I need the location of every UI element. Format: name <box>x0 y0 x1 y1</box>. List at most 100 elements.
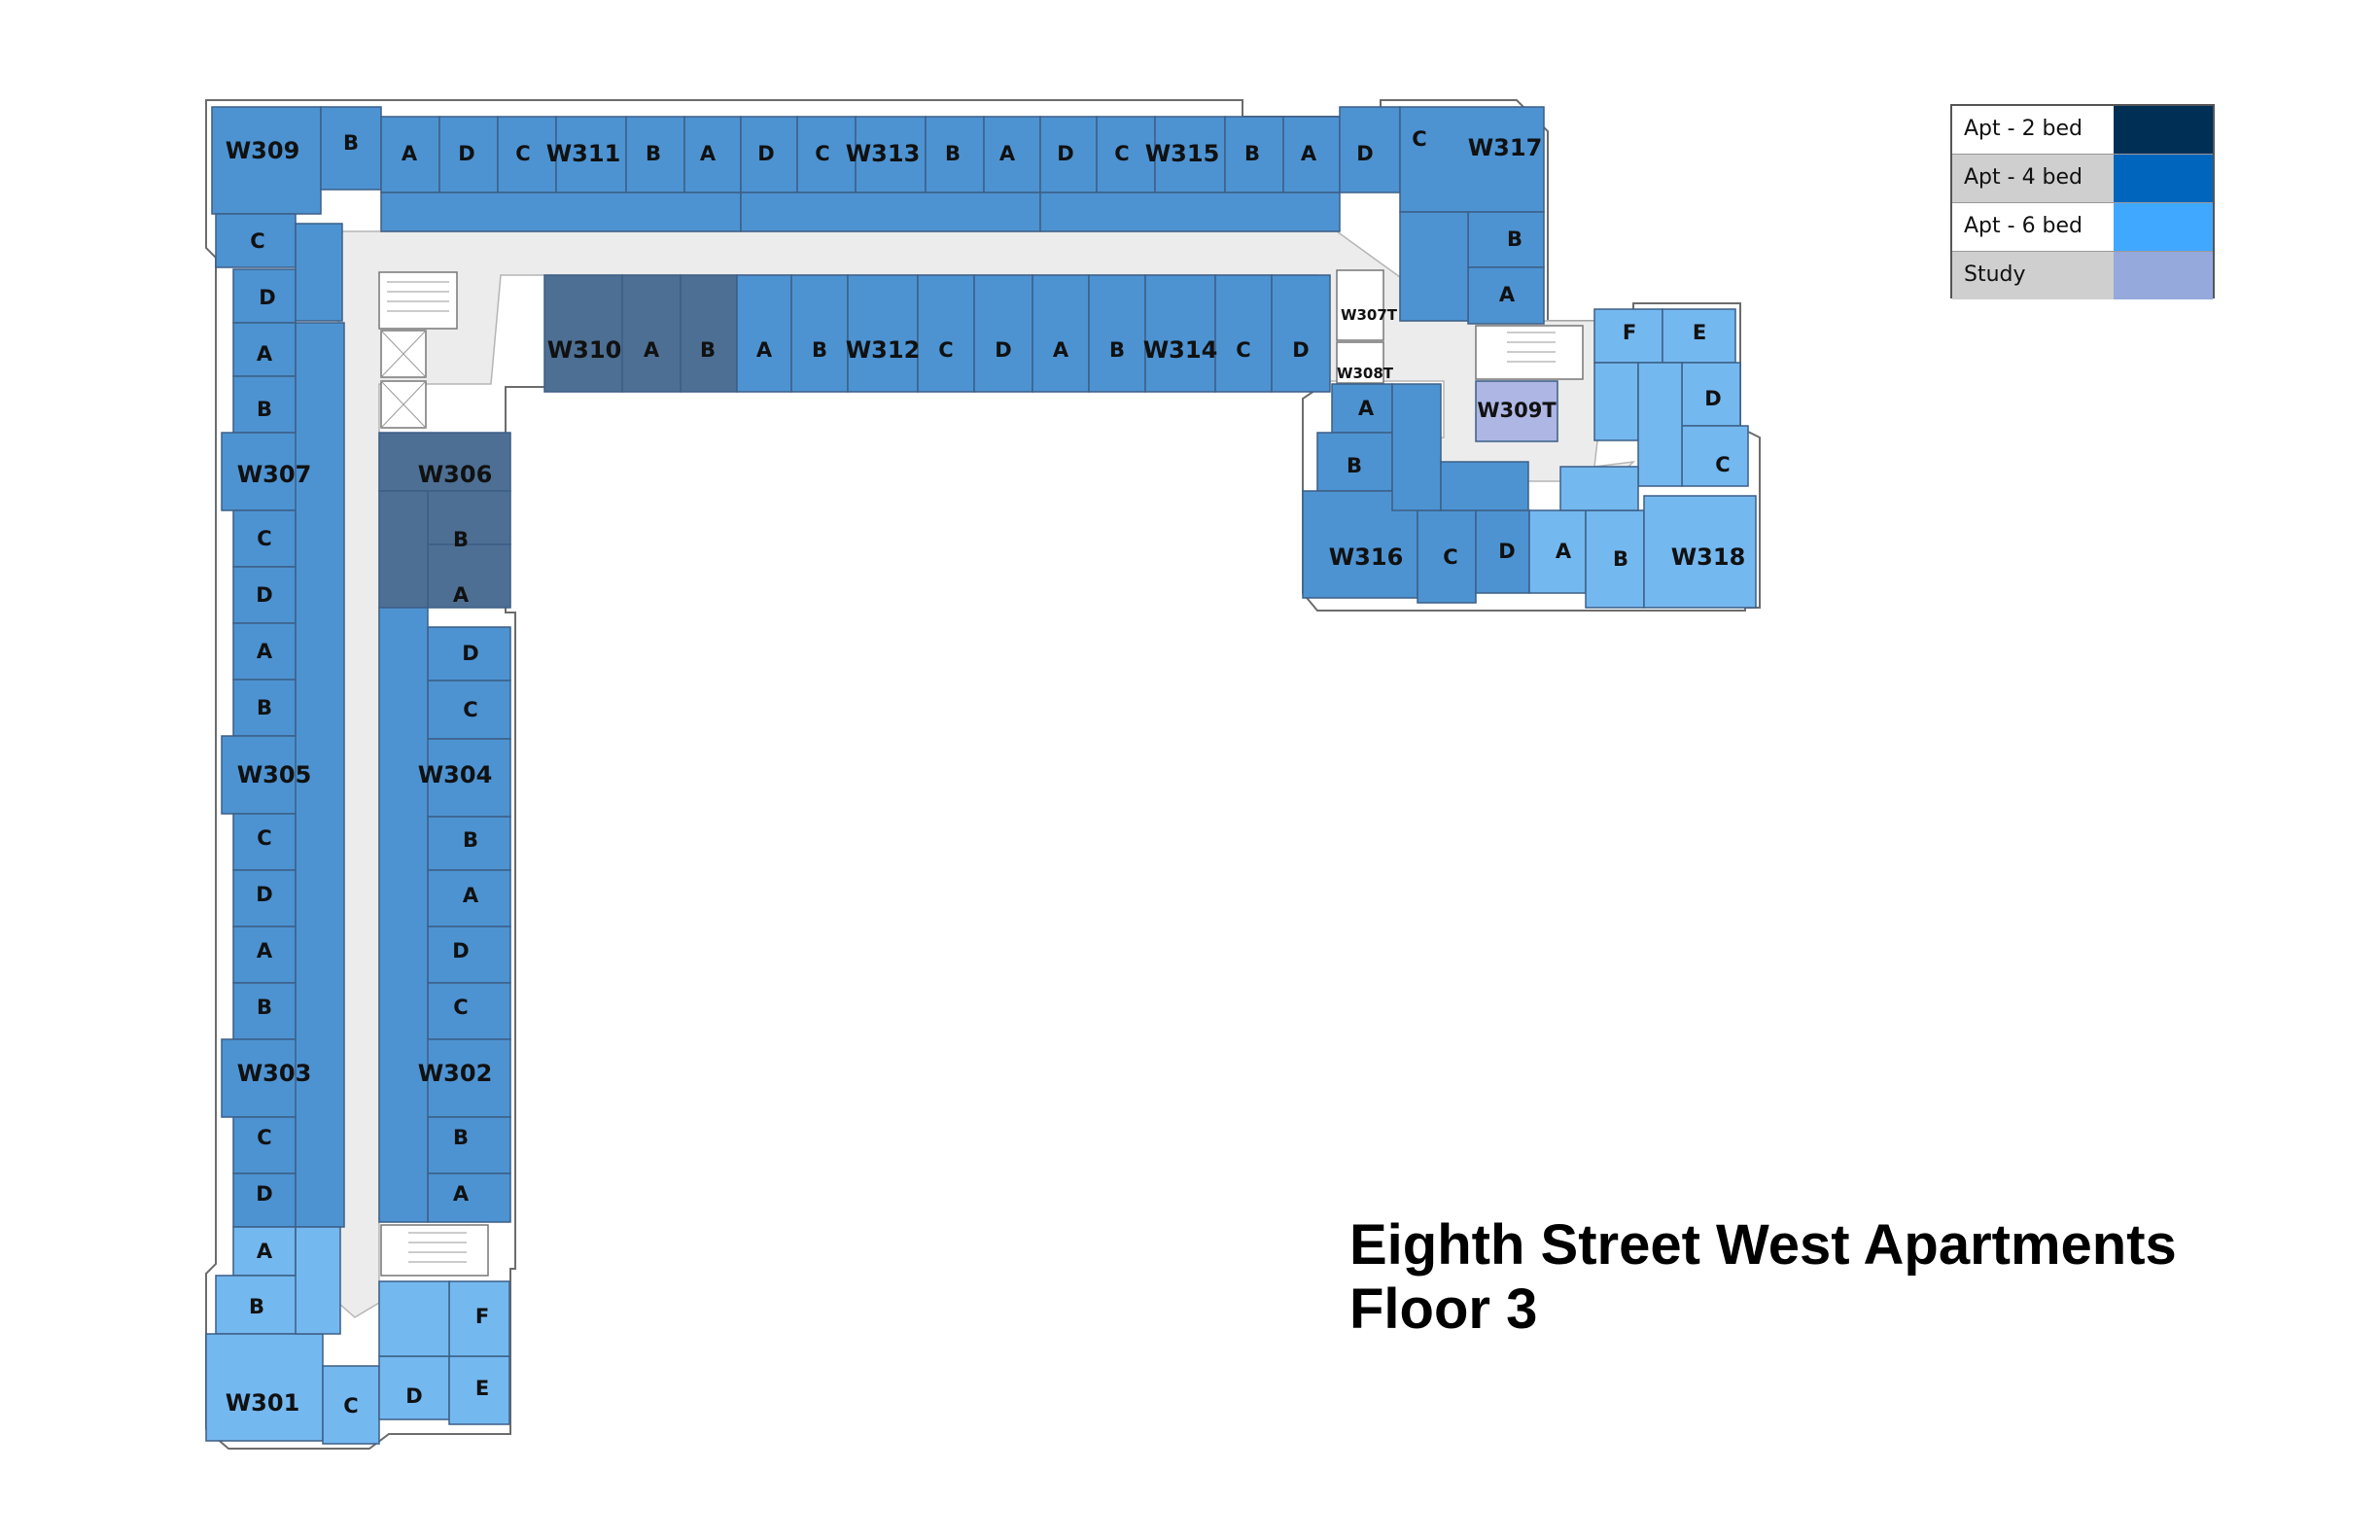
room-label: A <box>257 1240 273 1263</box>
stairs <box>378 269 1584 1277</box>
room-label: A <box>453 1182 470 1206</box>
room-label: C <box>453 996 468 1019</box>
room-label: A <box>1556 540 1572 563</box>
legend-swatch <box>2114 155 2213 202</box>
room-label: B <box>257 398 272 421</box>
room-label: D <box>452 939 469 962</box>
room-label: D <box>405 1384 422 1408</box>
unit-label-w302: W302 <box>418 1060 493 1087</box>
room-label: B <box>945 142 961 165</box>
unit-label-w315: W315 <box>1145 140 1220 167</box>
room-label: F <box>1623 321 1636 344</box>
room-label: A <box>463 884 479 907</box>
room-label: E <box>1693 321 1706 344</box>
room-label: C <box>463 698 477 721</box>
room-label: B <box>257 996 272 1019</box>
map-title: Eighth Street West Apartments <box>1349 1213 2177 1277</box>
unit-label-w314: W314 <box>1143 336 1218 364</box>
legend-label: Apt - 2 bed <box>1964 117 2083 141</box>
map-subtitle: Floor 3 <box>1349 1278 1538 1341</box>
unit-label-w308t: W308T <box>1337 365 1394 382</box>
room-label: C <box>938 338 953 362</box>
room-label: C <box>1236 338 1250 362</box>
room-label: D <box>757 142 774 165</box>
unit-label-w307t: W307T <box>1341 306 1398 324</box>
room-label: D <box>1292 338 1309 362</box>
room-label: A <box>1301 142 1317 165</box>
room-label: A <box>257 640 273 663</box>
room-label: A <box>257 939 273 962</box>
room-label: B <box>453 1126 469 1149</box>
room-label: B <box>700 338 716 362</box>
room-label: F <box>475 1305 489 1328</box>
legend-row: Apt - 4 bed <box>1952 155 2213 203</box>
room-label: C <box>257 1126 271 1149</box>
room-label: D <box>1704 387 1721 410</box>
room-label: B <box>453 528 469 551</box>
room-label: A <box>700 142 717 165</box>
middle-wing-rooms <box>378 432 511 1223</box>
legend-swatch <box>2114 252 2213 299</box>
room-label: C <box>1443 545 1457 569</box>
room-label: A <box>1499 283 1516 306</box>
room-label: A <box>999 142 1016 165</box>
room-label: B <box>249 1295 264 1318</box>
room-labels: B C D A D C B A D C B A D C B A D C B A … <box>249 127 1731 1418</box>
room-label: A <box>453 583 470 607</box>
room-label: B <box>1109 338 1125 362</box>
room-label: B <box>343 131 359 155</box>
legend-label: Study <box>1964 262 2026 287</box>
west-wing-rooms <box>205 322 510 1445</box>
unit-label-w312: W312 <box>846 336 921 364</box>
room-label: B <box>646 142 661 165</box>
unit-label-w309: W309 <box>226 137 300 164</box>
room-label: B <box>1613 547 1628 571</box>
room-label: D <box>1356 142 1373 165</box>
room-label: A <box>402 142 418 165</box>
title-block: Eighth Street West Apartments Floor 3 <box>1349 1213 2361 1342</box>
room-label: C <box>257 826 271 850</box>
legend-row: Apt - 6 bed <box>1952 203 2213 252</box>
room-label: D <box>256 883 272 906</box>
room-label: C <box>515 142 530 165</box>
unit-labels: W309 W311 W313 W315 W317 W310 W312 W314 … <box>226 134 1746 1417</box>
room-label: C <box>1114 142 1129 165</box>
unit-label-w313: W313 <box>846 140 921 167</box>
room-label: D <box>995 338 1011 362</box>
room-label: D <box>256 583 272 607</box>
unit-label-w307: W307 <box>237 461 312 488</box>
east-wing-rooms <box>1302 308 1757 609</box>
room-label: B <box>257 696 272 719</box>
room-label: C <box>1715 453 1730 476</box>
room-label: B <box>463 828 478 852</box>
unit-label-w306: W306 <box>418 461 493 488</box>
room-label: E <box>475 1377 489 1400</box>
unit-label-w310: W310 <box>547 336 622 364</box>
room-label: D <box>256 1182 272 1206</box>
room-label: C <box>1412 127 1426 151</box>
room-label: D <box>259 286 275 309</box>
unit-label-w318: W318 <box>1671 543 1746 571</box>
room-label: C <box>250 229 264 253</box>
room-label: A <box>1053 338 1069 362</box>
unit-label-w301: W301 <box>226 1389 300 1417</box>
unit-label-w316: W316 <box>1329 543 1404 571</box>
room-label: A <box>644 338 660 362</box>
legend-row: Study <box>1952 252 2213 299</box>
room-label: C <box>815 142 829 165</box>
room-label: D <box>1057 142 1073 165</box>
unit-label-w303: W303 <box>237 1060 312 1087</box>
unit-label-w304: W304 <box>418 761 493 788</box>
unit-label-w317: W317 <box>1468 134 1543 161</box>
room-label: B <box>1507 228 1522 251</box>
room-label: D <box>458 142 474 165</box>
room-label: D <box>462 642 478 665</box>
room-label: B <box>1347 454 1362 477</box>
legend-label: Apt - 4 bed <box>1964 165 2083 190</box>
unit-label-w311: W311 <box>546 140 621 167</box>
inner-north-rooms <box>543 274 1331 393</box>
room-label: C <box>257 527 271 550</box>
room-label: A <box>1358 397 1375 420</box>
room-label: B <box>1244 142 1260 165</box>
